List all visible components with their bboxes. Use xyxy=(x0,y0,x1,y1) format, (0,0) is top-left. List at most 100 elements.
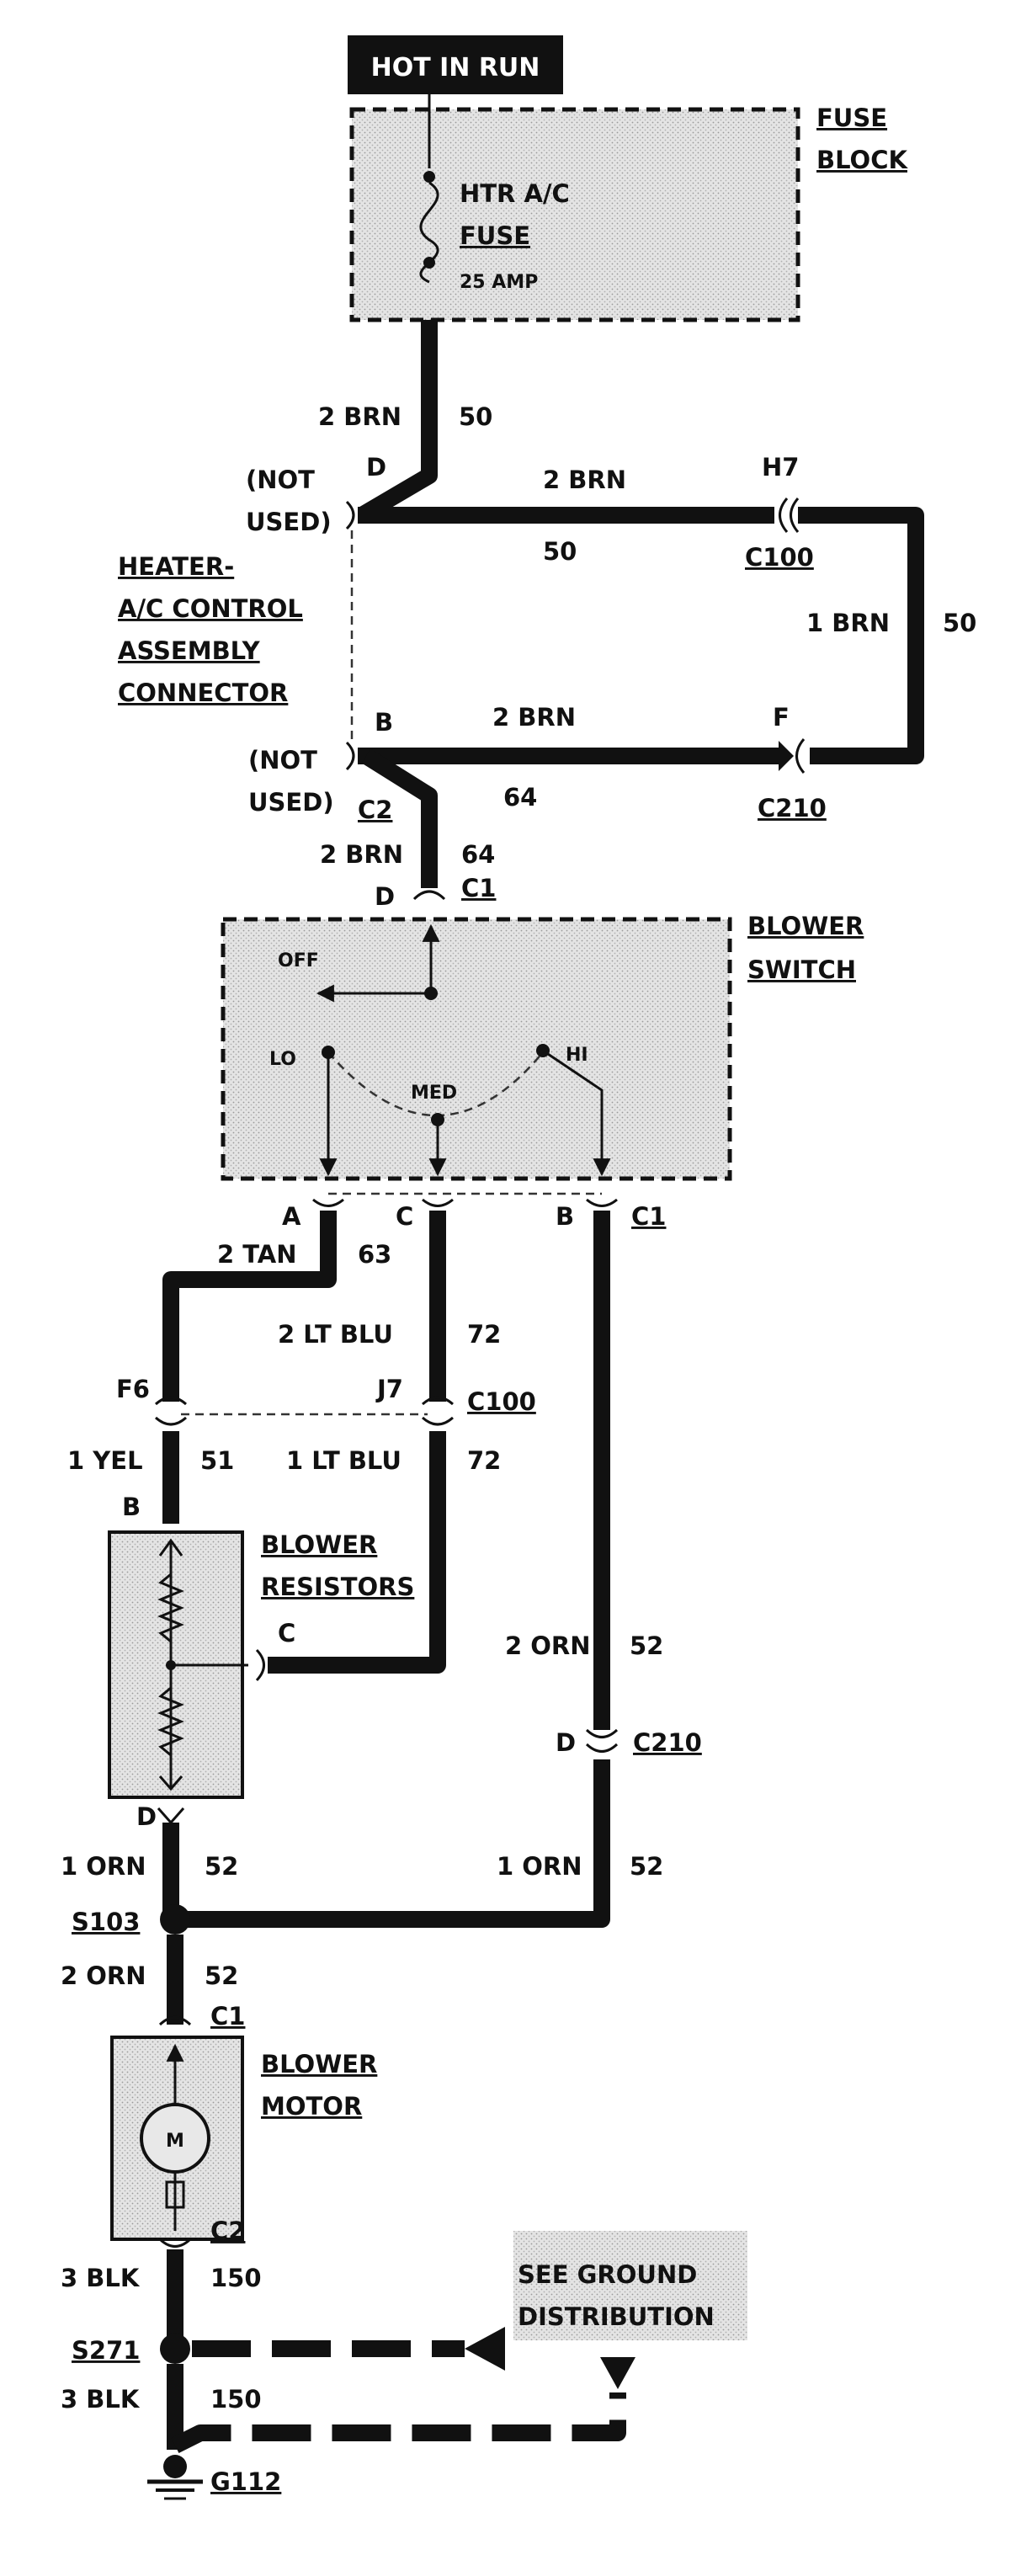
blower-switch-box xyxy=(221,917,732,1181)
ground-distribution-box xyxy=(513,2231,747,2340)
pin-d-c210: D xyxy=(556,1728,576,1757)
wire-2brn-50-top xyxy=(357,320,438,523)
wire-1orn-52-right xyxy=(177,1759,610,1928)
wire-orn-circuit: 52 xyxy=(630,1631,663,1660)
blower-resistors-label-1: BLOWER xyxy=(261,1530,377,1559)
wire-orn-gauge: 2 ORN xyxy=(505,1631,591,1660)
not-used-1a: (NOT xyxy=(246,466,315,494)
ground-dash-g112 xyxy=(171,2392,626,2453)
connector-b-terminal xyxy=(345,741,355,771)
blower-resistors-label-2: RESISTORS xyxy=(261,1573,414,1601)
wire-blk1-circuit: 150 xyxy=(210,2264,262,2292)
wire-orn1b-gauge: 1 ORN xyxy=(497,1852,582,1881)
conn-c1-switch: C1 xyxy=(461,874,496,902)
pin-a: A xyxy=(282,1202,301,1231)
wire-orn2-circuit: 52 xyxy=(205,1961,238,1990)
wire-mid-gauge: 2 BRN xyxy=(543,466,626,494)
ground-arrow-left xyxy=(465,2327,505,2371)
conn-c100-top: C100 xyxy=(745,543,814,572)
wire-orn1b-circuit: 52 xyxy=(630,1852,663,1881)
fuse-rating: 25 AMP xyxy=(460,272,538,293)
splice-s271-dot xyxy=(160,2334,190,2364)
control-assy-label-2: A/C CONTROL xyxy=(118,594,303,623)
wire-orn1-gauge: 1 ORN xyxy=(61,1852,146,1881)
wire-orn2-gauge: 2 ORN xyxy=(61,1961,146,1990)
blower-motor-label-2: MOTOR xyxy=(261,2092,362,2121)
fuse-name-2: FUSE xyxy=(460,221,530,250)
wire-1ltblu-72 xyxy=(268,1431,446,1674)
hot-in-run-tag: HOT IN RUN xyxy=(348,35,563,94)
conn-c100-mid: C100 xyxy=(467,1387,536,1416)
switch-pos-lo: LO xyxy=(269,1049,296,1070)
pin-h7: H7 xyxy=(762,453,799,482)
connector-h7-terminal xyxy=(779,498,789,533)
wire-top-circuit: 50 xyxy=(459,402,492,431)
control-assy-label-4: CONNECTOR xyxy=(118,679,288,707)
fuse-element xyxy=(419,181,439,284)
pin-d-top: D xyxy=(366,453,386,482)
resistor-upper xyxy=(157,1573,184,1643)
pin-b-switch: B xyxy=(556,1202,574,1231)
blower-switch-label-2: SWITCH xyxy=(747,955,856,984)
ground-arrow-down xyxy=(600,2357,635,2389)
splice-s103-dot xyxy=(160,1904,190,1935)
switch-pos-med: MED xyxy=(411,1083,457,1104)
pin-b-mid: B xyxy=(375,708,393,737)
hot-in-run-label: HOT IN RUN xyxy=(371,53,540,82)
not-used-2b: USED) xyxy=(248,788,334,817)
wire-ltblu2-gauge: 1 LT BLU xyxy=(286,1446,401,1475)
see-ground-2: DISTRIBUTION xyxy=(518,2302,715,2331)
wire-1brn-50-right xyxy=(798,507,924,764)
blower-motor-label-1: BLOWER xyxy=(261,2050,377,2078)
wire-ltblu-circuit: 72 xyxy=(467,1320,501,1349)
connector-d-switch-terminal xyxy=(412,890,446,901)
wire-b-gauge: 2 BRN xyxy=(492,703,576,732)
splice-s103: S103 xyxy=(72,1908,140,1936)
control-assy-label-1: HEATER- xyxy=(118,552,234,581)
motor-symbol: M xyxy=(166,2131,184,2152)
pin-f: F xyxy=(773,703,790,732)
blower-switch-label-1: BLOWER xyxy=(747,912,864,940)
wire-sw-gauge: 2 BRN xyxy=(320,840,403,869)
not-used-2a: (NOT xyxy=(248,746,317,774)
pin-d-switch: D xyxy=(375,882,395,911)
wire-right-circuit: 50 xyxy=(943,609,976,637)
wire-ltblu-gauge: 2 LT BLU xyxy=(278,1320,393,1349)
fuse-name-1: HTR A/C xyxy=(460,179,570,208)
switch-pos-off: OFF xyxy=(278,950,319,971)
fuse-block-label-1: FUSE xyxy=(816,104,887,132)
fuse-block-box xyxy=(349,107,800,322)
conn-c210-top: C210 xyxy=(758,794,827,822)
splice-s271: S271 xyxy=(72,2336,140,2365)
pin-c-resistors: C xyxy=(278,1619,295,1647)
control-assy-label-3: ASSEMBLY xyxy=(118,636,261,665)
wire-blk1-gauge: 3 BLK xyxy=(61,2264,141,2292)
wire-yel-circuit: 51 xyxy=(200,1446,234,1475)
pin-c: C xyxy=(396,1202,413,1231)
wire-orn1-circuit: 52 xyxy=(205,1852,238,1881)
wire-2brn-64-switch xyxy=(361,748,438,888)
wire-ltblu2-circuit: 72 xyxy=(467,1446,501,1475)
wire-tan-gauge: 2 TAN xyxy=(217,1240,297,1269)
wire-sw-circuit: 64 xyxy=(461,840,495,869)
conn-c210-bottom: C210 xyxy=(633,1728,702,1757)
conn-c1-motor: C1 xyxy=(210,2002,245,2030)
pin-d-resistors: D xyxy=(136,1802,157,1831)
conn-c2-motor: C2 xyxy=(210,2217,245,2245)
ground-g112: G112 xyxy=(210,2467,281,2496)
pin-b-resistors: B xyxy=(122,1493,141,1521)
wire-tan-circuit: 63 xyxy=(358,1240,391,1269)
wire-blk2-circuit: 150 xyxy=(210,2385,262,2414)
resistor-lower xyxy=(157,1686,184,1757)
fuse-block-label-2: BLOCK xyxy=(816,146,908,174)
pin-f6: F6 xyxy=(116,1375,150,1403)
conn-c1-bottom: C1 xyxy=(631,1202,666,1231)
wire-yel-gauge: 1 YEL xyxy=(67,1446,143,1475)
connector-d-top-terminal xyxy=(345,500,355,530)
wire-right-gauge: 1 BRN xyxy=(806,609,890,637)
wire-b-circuit: 64 xyxy=(503,783,537,812)
conn-c2-top: C2 xyxy=(358,796,392,824)
wire-top-gauge: 2 BRN xyxy=(318,402,401,431)
wire-blk2-gauge: 3 BLK xyxy=(61,2385,141,2414)
